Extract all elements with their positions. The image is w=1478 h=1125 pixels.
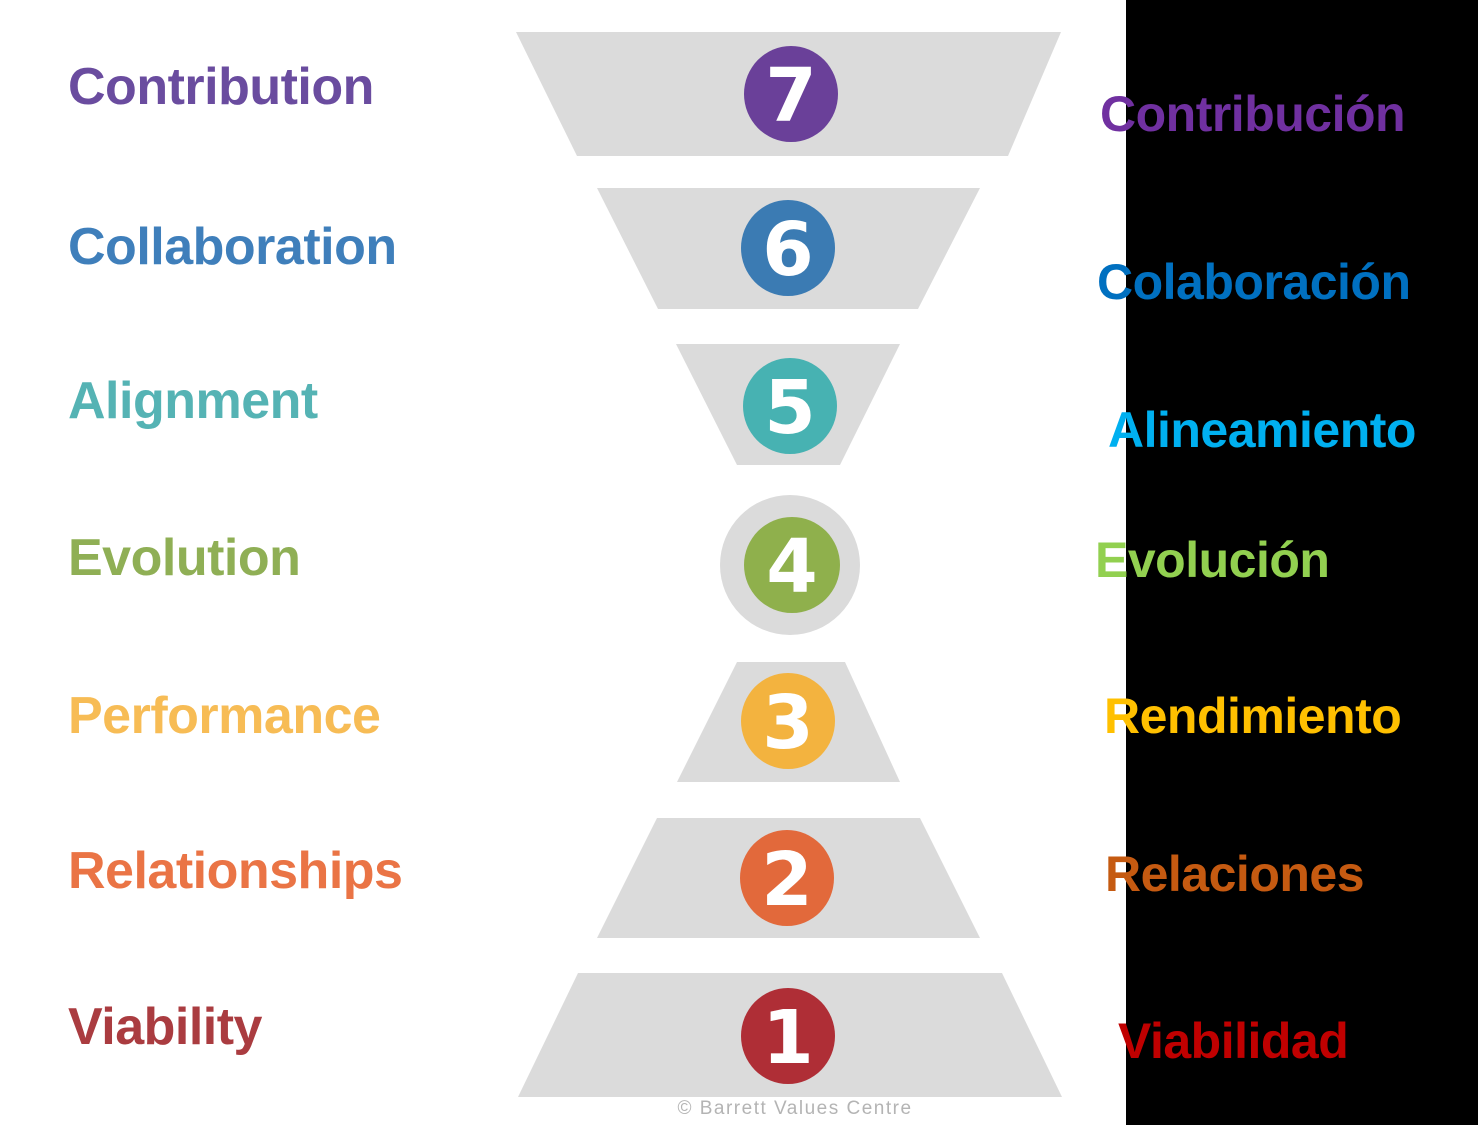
right-panel-background: [1126, 0, 1478, 1125]
level-5-circle: [743, 358, 837, 454]
level-7-circle: [744, 46, 838, 142]
level-2-number: 2: [761, 837, 813, 923]
label-es-alineamiento: Alineamiento: [1108, 402, 1416, 458]
level-5-number: 5: [764, 365, 816, 451]
label-en-relationships: Relationships: [68, 842, 403, 900]
label-en-evolution: Evolution: [68, 529, 301, 587]
label-en-contribution: Contribution: [68, 58, 374, 116]
level-4-circle: [744, 517, 840, 613]
label-es-contribucion: Contribución: [1100, 86, 1406, 142]
level-6-number: 6: [762, 207, 814, 293]
label-es-viabilidad: Viabilidad: [1118, 1013, 1349, 1069]
level-4-number: 4: [766, 524, 818, 610]
label-en-performance: Performance: [68, 687, 381, 745]
label-es-evolucion: Evolución: [1095, 532, 1330, 588]
label-es-relaciones: Relaciones: [1105, 846, 1365, 902]
level-1-number: 1: [762, 995, 814, 1081]
level-2-circle: [740, 830, 834, 926]
label-es-colaboracion: Colaboración: [1097, 254, 1411, 310]
attribution-text: © Barrett Values Centre: [677, 1098, 913, 1119]
level-1-circle: [741, 988, 835, 1084]
level-3-circle: [741, 673, 835, 769]
label-en-collaboration: Collaboration: [68, 218, 397, 276]
label-es-rendimiento: Rendimiento: [1104, 688, 1402, 744]
level-6-circle: [741, 200, 835, 296]
level-7-number: 7: [765, 53, 817, 139]
level-3-number: 3: [762, 680, 814, 766]
label-en-alignment: Alignment: [68, 372, 318, 430]
label-en-viability: Viability: [68, 998, 262, 1056]
